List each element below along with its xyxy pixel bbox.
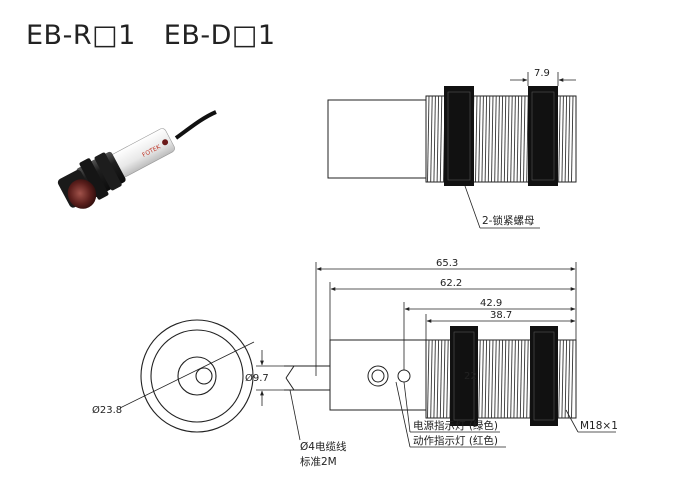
thread-line (439, 339, 443, 419)
front-view (119, 319, 255, 433)
thread-line (433, 95, 436, 183)
thread-line (519, 339, 523, 419)
thread-line (510, 95, 513, 183)
nut-leader (464, 185, 540, 229)
thread-line (503, 95, 507, 183)
thread-line (427, 339, 430, 419)
top-dimension (510, 72, 576, 86)
thread-line (478, 95, 481, 183)
thread-spec-label: M18×1 (580, 420, 618, 432)
body-length-label: 62.2 (440, 278, 462, 289)
thread-line (500, 339, 504, 419)
inner-dim-label: 22 (464, 371, 477, 382)
nut-label: 2-锁紧螺母 (482, 214, 534, 227)
thread-line (567, 339, 571, 419)
thread-line (436, 95, 440, 183)
thread-line (491, 95, 494, 183)
thread-line (481, 339, 484, 419)
thread-line (519, 95, 523, 183)
thread-line (427, 95, 430, 183)
product-title: EB-R□1 EB-D□1 (26, 20, 304, 51)
thread-line (494, 339, 497, 419)
thread-line (484, 339, 488, 419)
thread-line (503, 339, 507, 419)
thread-line (507, 339, 510, 419)
thread-line (513, 95, 516, 183)
thread-line (487, 95, 491, 183)
thread-line (430, 95, 433, 183)
thread-line (523, 339, 526, 419)
thread-line (526, 95, 529, 183)
thread-line (510, 339, 513, 419)
nut-width-label: 7.9 (534, 68, 550, 79)
led-power-label: 电源指示灯 (绿色) (413, 419, 498, 432)
thread-line (487, 339, 491, 419)
top-nuts (444, 86, 558, 186)
thread-line (481, 95, 484, 183)
thread-line (497, 339, 500, 419)
led-action-label: 动作指示灯 (红色) (413, 434, 498, 447)
thread-line (564, 95, 568, 183)
sensor-photo: FOTEK (57, 110, 217, 209)
thread-line (478, 339, 481, 419)
model-d: EB-D□1 (163, 20, 276, 51)
thread-line (567, 95, 571, 183)
thread-line (516, 339, 520, 419)
thread-line (446, 339, 449, 419)
thread-from-led-label: 42.9 (480, 298, 502, 309)
thread-line (436, 339, 440, 419)
thread-outline (425, 95, 577, 183)
thread-line (430, 339, 433, 419)
overall-length-label: 65.3 (436, 258, 458, 269)
cable-label-1: Ø4电缆线 (300, 440, 347, 453)
thread-line (500, 95, 504, 183)
cable-diameter-label: Ø9.7 (245, 372, 269, 384)
thread-line (497, 95, 500, 183)
model-r: EB-R□1 (26, 20, 136, 51)
thread-line (516, 95, 520, 183)
thread-length-label: 38.7 (490, 310, 512, 321)
thread-line (558, 339, 561, 419)
front-diameter-label: Ø23.8 (92, 404, 122, 416)
side-nuts (450, 326, 558, 426)
thread-line (513, 339, 516, 419)
thread-line (561, 339, 564, 419)
cable-label-2: 标准2M (300, 456, 337, 468)
thread-line (523, 95, 526, 183)
thread-line (494, 95, 497, 183)
thread-line (564, 339, 568, 419)
thread-line (558, 95, 561, 183)
thread-line (507, 95, 510, 183)
thread-line (439, 95, 443, 183)
thread-line (571, 95, 574, 183)
thread-line (491, 339, 494, 419)
thread-line (561, 95, 564, 183)
thread-line (571, 339, 574, 419)
thread-line (526, 339, 529, 419)
thread-line (475, 95, 478, 183)
thread-line (443, 339, 446, 419)
thread-line (484, 95, 488, 183)
thread-outline (425, 339, 577, 419)
side-dimensions (256, 262, 616, 448)
thread-line (433, 339, 436, 419)
